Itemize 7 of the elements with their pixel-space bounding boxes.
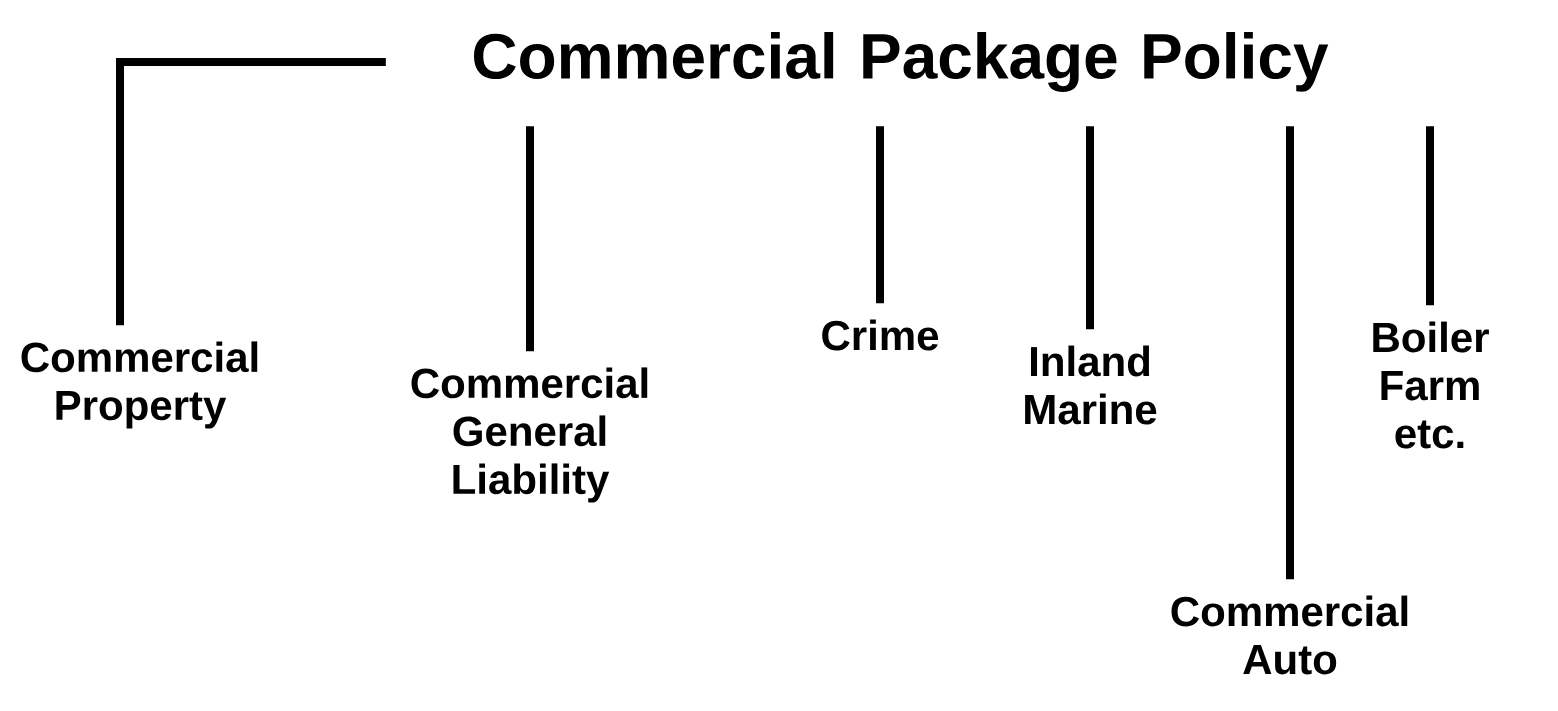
category-label: Commercial General Liability: [411, 367, 648, 503]
title-text: Commercial Package Policy: [473, 32, 1329, 92]
category-label: Inland Marine: [1025, 345, 1157, 425]
category-label: Commercial Property: [21, 341, 258, 429]
category-label: Commercial Auto: [1171, 595, 1408, 675]
category-label: Boiler Farm etc.: [1373, 321, 1489, 449]
category-label: Crime: [822, 319, 939, 351]
